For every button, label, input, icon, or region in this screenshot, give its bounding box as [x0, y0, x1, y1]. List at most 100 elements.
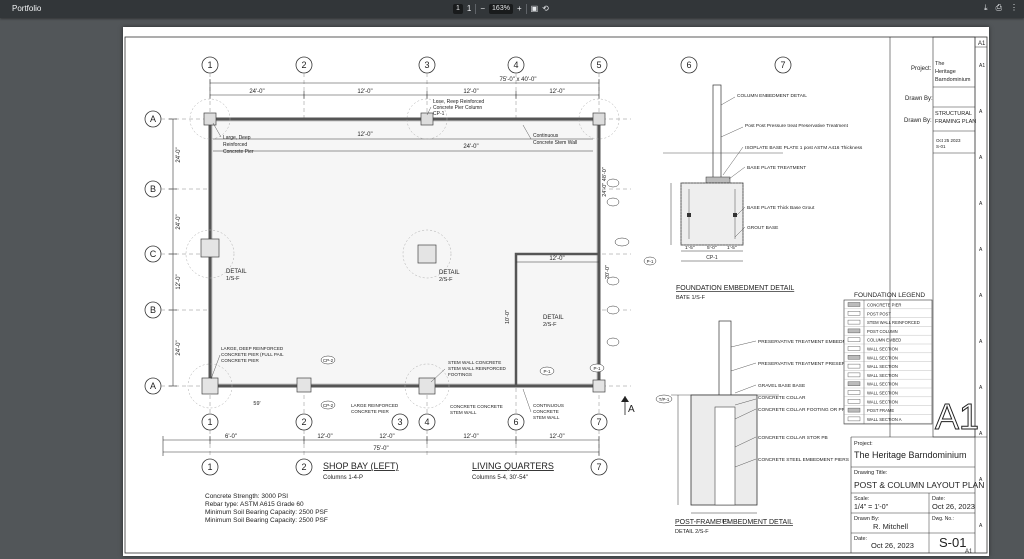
- document-title: Portfolio: [12, 4, 42, 13]
- legend-symbol: [847, 319, 861, 325]
- detail-title: FOUNDATION EMBEDMENT DETAIL: [676, 285, 794, 292]
- legend-symbol: [847, 381, 861, 386]
- legend-symbol: [847, 390, 861, 395]
- span-dimension: 24'-0": [249, 89, 264, 95]
- legend-symbol: [847, 372, 861, 378]
- drawing-title: POST & COLUMN LAYOUT PLAN: [854, 480, 984, 490]
- tb-label: Drawing Title:: [854, 470, 888, 476]
- side-mark: A: [979, 339, 983, 345]
- legend-row-label: POST FRAME: [867, 408, 894, 413]
- detail-sub: DETAIL 2/S-F: [675, 529, 709, 535]
- detail-callout: PRESERVATIVE TREATMENT PRESERVATIVE TREA…: [758, 361, 927, 367]
- legend-row-label: WALL SECTION: [867, 382, 898, 387]
- print-icon[interactable]: ⎙: [995, 3, 1002, 12]
- left-span: 24'-0": [176, 214, 182, 229]
- callout-line: Concrete Pier: [223, 149, 254, 155]
- left-span: 24'-0": [176, 340, 182, 355]
- side-mark: A: [979, 109, 983, 115]
- legend-row-label: WALL SECTION: [867, 399, 898, 404]
- plus-icon[interactable]: +: [516, 4, 522, 13]
- grid-col-label: 2: [301, 462, 306, 472]
- legend-symbol: [847, 407, 861, 413]
- legend-row-label: POST COLUMN: [867, 329, 898, 334]
- tb-label: Drawn By:: [905, 96, 933, 102]
- legend-row-label: STEM WALL REINFORCED: [867, 320, 920, 325]
- grid-col-label: 6: [513, 417, 518, 427]
- legend-symbol: [847, 328, 861, 334]
- plan-callouts: Large, Deep Reinforced Concrete Pier Los…: [221, 99, 577, 420]
- title-block: [850, 36, 987, 553]
- detail-callout: ISOPLATE BASE PLATE 1 post ASTM A416 Thi…: [745, 145, 863, 151]
- grid-row-label: B: [150, 184, 156, 194]
- side-mark: A: [979, 155, 983, 161]
- foundation-embedment-detail: COLUMN ENBEDMENT DETAIL Post Post Pressu…: [643, 84, 863, 301]
- detail-callout: Post Post Pressure treat Preservative Tr…: [745, 123, 849, 129]
- grid-row-label: A: [150, 381, 156, 391]
- rotate-icon[interactable]: ⟲: [542, 4, 549, 13]
- tb-value: FRAMING PLAN: [935, 119, 976, 125]
- grid-col-label: 2: [301, 60, 306, 70]
- left-span: 12'-0": [176, 274, 182, 289]
- grid-col-label: 1: [207, 417, 212, 427]
- side-mark: A: [979, 247, 983, 253]
- bottom-dimensions: [162, 436, 600, 456]
- tb-value: Oct 25 2023: [936, 138, 961, 143]
- download-icon[interactable]: ⤓: [984, 3, 988, 12]
- callout-line: STEM WALL REINFORCED: [448, 366, 507, 371]
- tb-label: Date:: [854, 536, 868, 542]
- detail-title: POST-FRAME EMBEDMENT DETAIL: [675, 519, 793, 526]
- lq-width: 12'-0": [549, 256, 564, 262]
- pier-tags: CP-2 CP-2 P-1 P-1: [320, 178, 630, 410]
- callout-line: CONCRETE PIER: [221, 358, 259, 363]
- scale-value: 1/4" = 1'-0": [854, 504, 889, 511]
- callout-line: STEM WALL: [533, 415, 560, 420]
- grid-bubbles-bottom: 1 2 3 4 6 7: [201, 413, 608, 431]
- grid-col-label: 7: [780, 60, 785, 70]
- toolbar-actions: ⤓ ⎙ ⋮: [984, 3, 1018, 13]
- tag: T/P-1: [659, 397, 670, 402]
- grid-col-label: 7: [596, 417, 601, 427]
- note-line: Minimum Soil Bearing Capacity: 2500 PSF: [205, 509, 328, 516]
- mid-dimension: 59': [253, 401, 260, 407]
- fit-page-icon[interactable]: ▣: [530, 4, 539, 13]
- drawing-sheet: 1 2 3 4 5 6 7 A B C B A: [124, 36, 988, 555]
- tb-value: The: [935, 61, 944, 67]
- tag: CP-2: [323, 358, 334, 363]
- zoom-input[interactable]: 163%: [489, 4, 513, 14]
- bottom-span: 12'-0": [549, 434, 564, 440]
- tb-value: S-01: [936, 144, 946, 149]
- detail-dim: 1'-5": [727, 245, 737, 251]
- overall-bottom-dimension: 75'-0": [373, 446, 388, 452]
- grid-bubbles-left: A B C B A: [144, 110, 162, 395]
- left-span: 24'-0": [176, 147, 182, 162]
- tb-value: STRUCTURAL: [935, 111, 972, 117]
- section-arrow: [621, 396, 629, 402]
- side-mark: A: [979, 201, 983, 207]
- tb-label: Date:: [932, 496, 946, 502]
- grid-col-label: 3: [424, 60, 429, 70]
- legend-symbol: [847, 302, 861, 307]
- tb-label: Drawn By:: [904, 118, 932, 124]
- minus-icon[interactable]: −: [480, 4, 486, 13]
- page-number-input[interactable]: 1: [453, 4, 463, 14]
- callout-line: CONCRETE: [533, 409, 559, 414]
- legend-row-label: POST POST: [867, 311, 891, 316]
- side-mark: A: [979, 385, 983, 391]
- side-mark: A1: [979, 63, 985, 69]
- tb-label: Scale:: [854, 496, 870, 502]
- legend-symbol: [847, 346, 861, 351]
- detail-callout: COLUMN ENBEDMENT DETAIL: [737, 93, 807, 99]
- detail-marker: 2/S-F: [439, 277, 453, 283]
- detail-callout: CONCRETE COLLAR FOOTING OR PRESERVATIVE …: [758, 407, 905, 413]
- legend-row-label: WALL SECTION: [867, 391, 898, 396]
- detail-marker: DETAIL: [543, 315, 564, 321]
- detail-callout: CONCRETE STEEL EMBEDMENT PIERS: [758, 457, 849, 463]
- callout-line: STEM WALL: [450, 410, 477, 415]
- callout-line: Large, Deep: [223, 135, 251, 141]
- more-icon[interactable]: ⋮: [1010, 3, 1018, 12]
- tb-label: Project:: [854, 441, 873, 447]
- shop-bay-label: SHOP BAY (LEFT): [323, 461, 399, 471]
- tb-label: Project:: [911, 66, 932, 72]
- bottom-sheet-mark: A1: [965, 549, 973, 555]
- note-line: Rebar type: ASTM A615 Grade 60: [205, 501, 304, 508]
